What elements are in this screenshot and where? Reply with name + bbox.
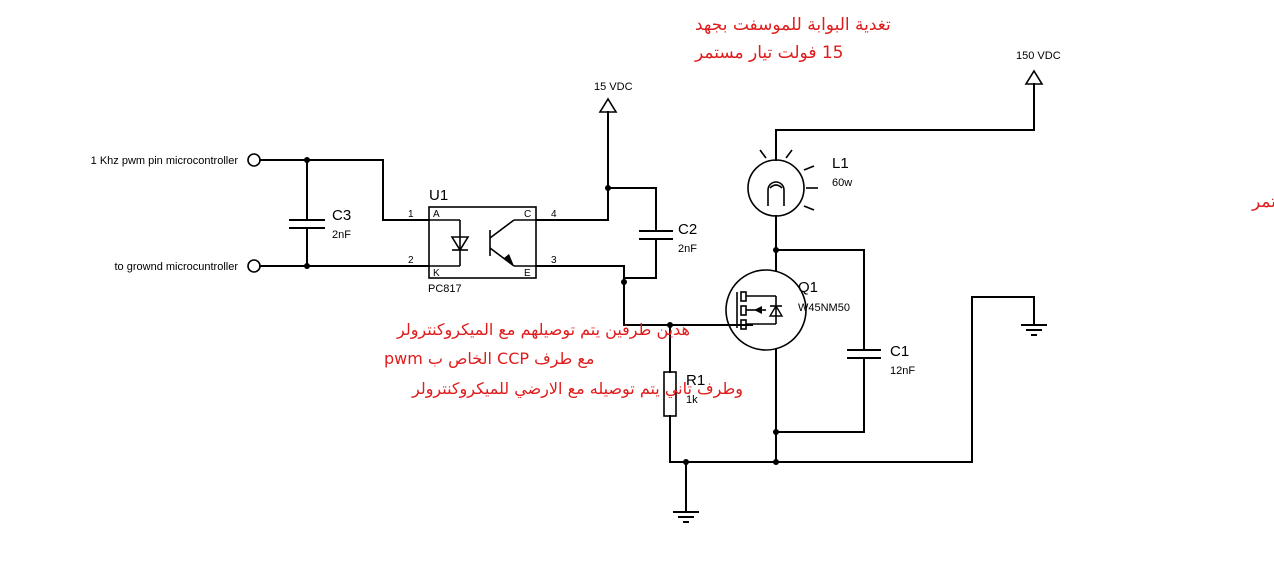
wires-ground-bus [669,296,1035,513]
junction-dot [605,185,611,191]
capacitor-c3 [289,219,325,229]
u1-ref: U1 [429,187,448,204]
q1-part: W45NM50 [798,302,850,314]
capacitor-c1 [847,349,881,359]
c3-ref: C3 [332,207,351,224]
r1-value: 1k [686,394,698,406]
pwm-input-terminal [247,153,261,167]
q1-ref: Q1 [798,279,818,296]
u1-pin-c: C [524,209,531,220]
ground-input-label: to grownd microcuntroller [115,261,239,273]
note-mcu-2: مع طرف CCP الخاص ب pwm [384,349,594,369]
mosfet-q1 [725,269,807,351]
u1-pin-2: 2 [408,255,414,266]
c3-value: 2nF [332,229,351,241]
c1-value: 12nF [890,365,915,377]
l1-value: 60w [832,177,852,189]
ground-symbol-150v-return [1021,324,1047,336]
wires-input-side [259,159,430,267]
junction-dot [773,429,779,435]
junction-dot [667,322,673,328]
junction-dot [304,157,310,163]
resistor-r1 [663,324,677,463]
note-mcu-1: هدين طرفين يتم توصيلهم مع الميكروكنترولر [396,320,690,340]
u1-pin-4: 4 [551,209,557,220]
u1-pin-1: 1 [408,209,414,220]
lamp-l1 [747,149,818,271]
u1-part: PC817 [428,283,462,295]
optocoupler-u1 [428,206,537,279]
u1-pin-a: A [433,209,440,220]
junction-dot [304,263,310,269]
c2-value: 2nF [678,243,697,255]
junction-dot [683,459,689,465]
pwm-input-label: 1 Khz pwm pin microcontroller [91,155,239,167]
u1-pin-k: K [433,268,440,279]
wires-drain-snubber [775,249,865,463]
u1-pin-e: E [524,268,531,279]
ground-input-terminal [247,259,261,273]
c1-ref: C1 [890,343,909,360]
note-lamp-supply: تغدية المصباح بجهد 150 فولت تيار مستمر [1251,192,1274,212]
supply-150v-arrow [775,69,1044,161]
note-gate-supply-2: 15 فولت تيار مستمر [694,43,844,63]
junction-dot [773,459,779,465]
junction-dot [621,279,627,285]
c2-ref: C2 [678,221,697,238]
ground-symbol-main [673,511,699,523]
supply-150v-label: 150 VDC [1016,50,1061,62]
capacitor-c2 [639,230,673,240]
l1-ref: L1 [832,155,849,172]
note-gate-supply-1: تغدية البوابة للموسفت بجهد [695,15,891,35]
wires-u1-output [535,187,753,326]
note-mcu-3: وطرف تاني يتم توصيله مع الارضي للميكروكن… [411,379,743,399]
supply-15v-label: 15 VDC [594,81,633,93]
r1-ref: R1 [686,372,705,389]
junction-dot [773,247,779,253]
u1-pin-3: 3 [551,255,557,266]
supply-15v-arrow [598,97,618,189]
